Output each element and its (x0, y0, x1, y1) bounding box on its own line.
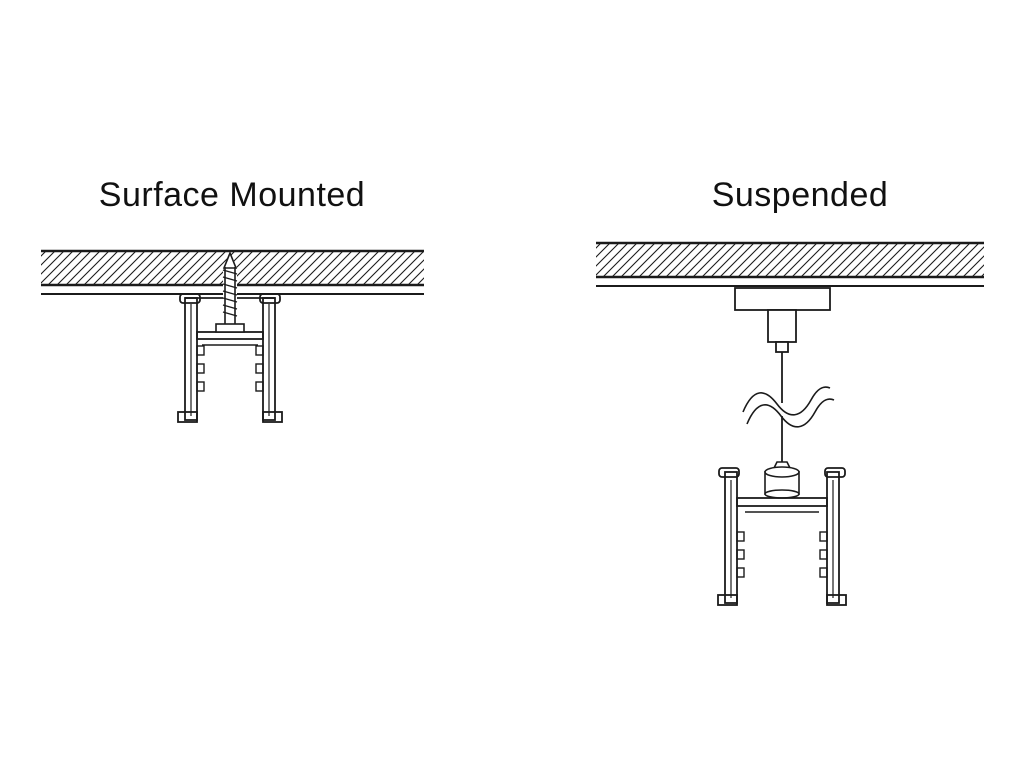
track-top-plate (736, 497, 828, 507)
track-foot-left (717, 594, 738, 606)
suspension-cable (742, 352, 835, 462)
suspended-title: Suspended (711, 176, 889, 214)
track-top-lip-right (824, 467, 846, 478)
track-foot-left (177, 411, 198, 423)
canopy-nipple (775, 341, 789, 353)
screw-washer (215, 323, 245, 333)
track-profile (177, 293, 283, 423)
conductor-slots (196, 345, 264, 392)
track-foot-right (826, 594, 847, 606)
track-top-lip-left (718, 467, 740, 478)
conductor-slots (736, 531, 828, 578)
insulator-plate (196, 331, 264, 340)
track-wall-left (184, 297, 198, 421)
ceiling-hatch (596, 243, 984, 277)
ceiling-canopy (734, 287, 831, 353)
screw-icon (215, 250, 245, 333)
canopy-box (734, 287, 831, 311)
surface-mounted-title: Surface Mounted (98, 176, 366, 214)
cable-gripper (764, 461, 800, 499)
screw-threads (222, 269, 238, 317)
suspended-diagram (596, 241, 984, 606)
canopy-stem (767, 309, 797, 343)
cable-break-icon (742, 386, 835, 428)
track-profile (717, 467, 847, 606)
surface-mounted-diagram (41, 249, 424, 423)
track-foot-right (262, 411, 283, 423)
track-wall-right (262, 297, 276, 421)
ceiling-slab (596, 241, 984, 287)
